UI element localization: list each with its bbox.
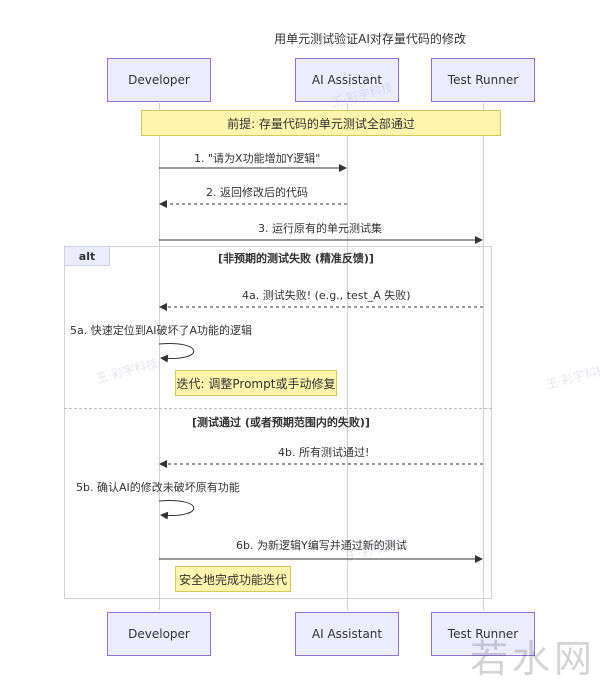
- note-iterate: 迭代: 调整Prompt或手动修复: [175, 370, 337, 396]
- lifeline-developer: [159, 103, 160, 610]
- message-5a-label: 5a. 快速定位到AI破坏了A功能的逻辑: [70, 324, 253, 337]
- note-safe-complete: 安全地完成功能迭代: [175, 566, 291, 592]
- message-5b-label: 5b. 确认AI的修改未破坏原有功能: [76, 481, 240, 494]
- message-4b-label: 4b. 所有测试通过!: [278, 446, 370, 459]
- alt-divider: [64, 408, 492, 409]
- actor-developer-top: Developer: [107, 58, 211, 102]
- message-2-label: 2. 返回修改后的代码: [206, 186, 308, 199]
- watermark-logo: 若水网: [470, 637, 597, 681]
- diagram-title: 用单元测试验证AI对存量代码的修改: [274, 32, 466, 46]
- actor-ai-assistant-bottom: AI Assistant: [295, 612, 399, 656]
- actor-test-runner-top: Test Runner: [431, 58, 535, 102]
- message-3-label: 3. 运行原有的单元测试集: [258, 222, 382, 235]
- message-4a-label: 4a. 测试失败! (e.g., test_A 失败): [242, 289, 411, 302]
- lifeline-test-runner: [483, 103, 484, 610]
- actor-test-runner-bottom: Test Runner: [431, 612, 535, 656]
- message-6b-label: 6b. 为新逻辑Y编写并通过新的测试: [236, 539, 407, 552]
- actor-ai-assistant-top: AI Assistant: [295, 58, 399, 102]
- alt-condition-pass: [测试通过 (或者预期范围内的失败)]: [192, 416, 370, 429]
- lifeline-ai-assistant: [347, 103, 348, 610]
- arrow-message-5b: [158, 500, 195, 520]
- actor-developer-bottom: Developer: [107, 612, 211, 656]
- note-premise: 前提: 存量代码的单元测试全部通过: [141, 110, 501, 136]
- alt-condition-failure: [非预期的测试失败 (精准反馈)]: [218, 252, 374, 265]
- arrow-message-5a: [158, 343, 195, 363]
- alt-tag: alt: [64, 246, 110, 266]
- message-1-label: 1. "请为X功能增加Y逻辑": [194, 152, 321, 165]
- alt-fragment: [64, 246, 492, 599]
